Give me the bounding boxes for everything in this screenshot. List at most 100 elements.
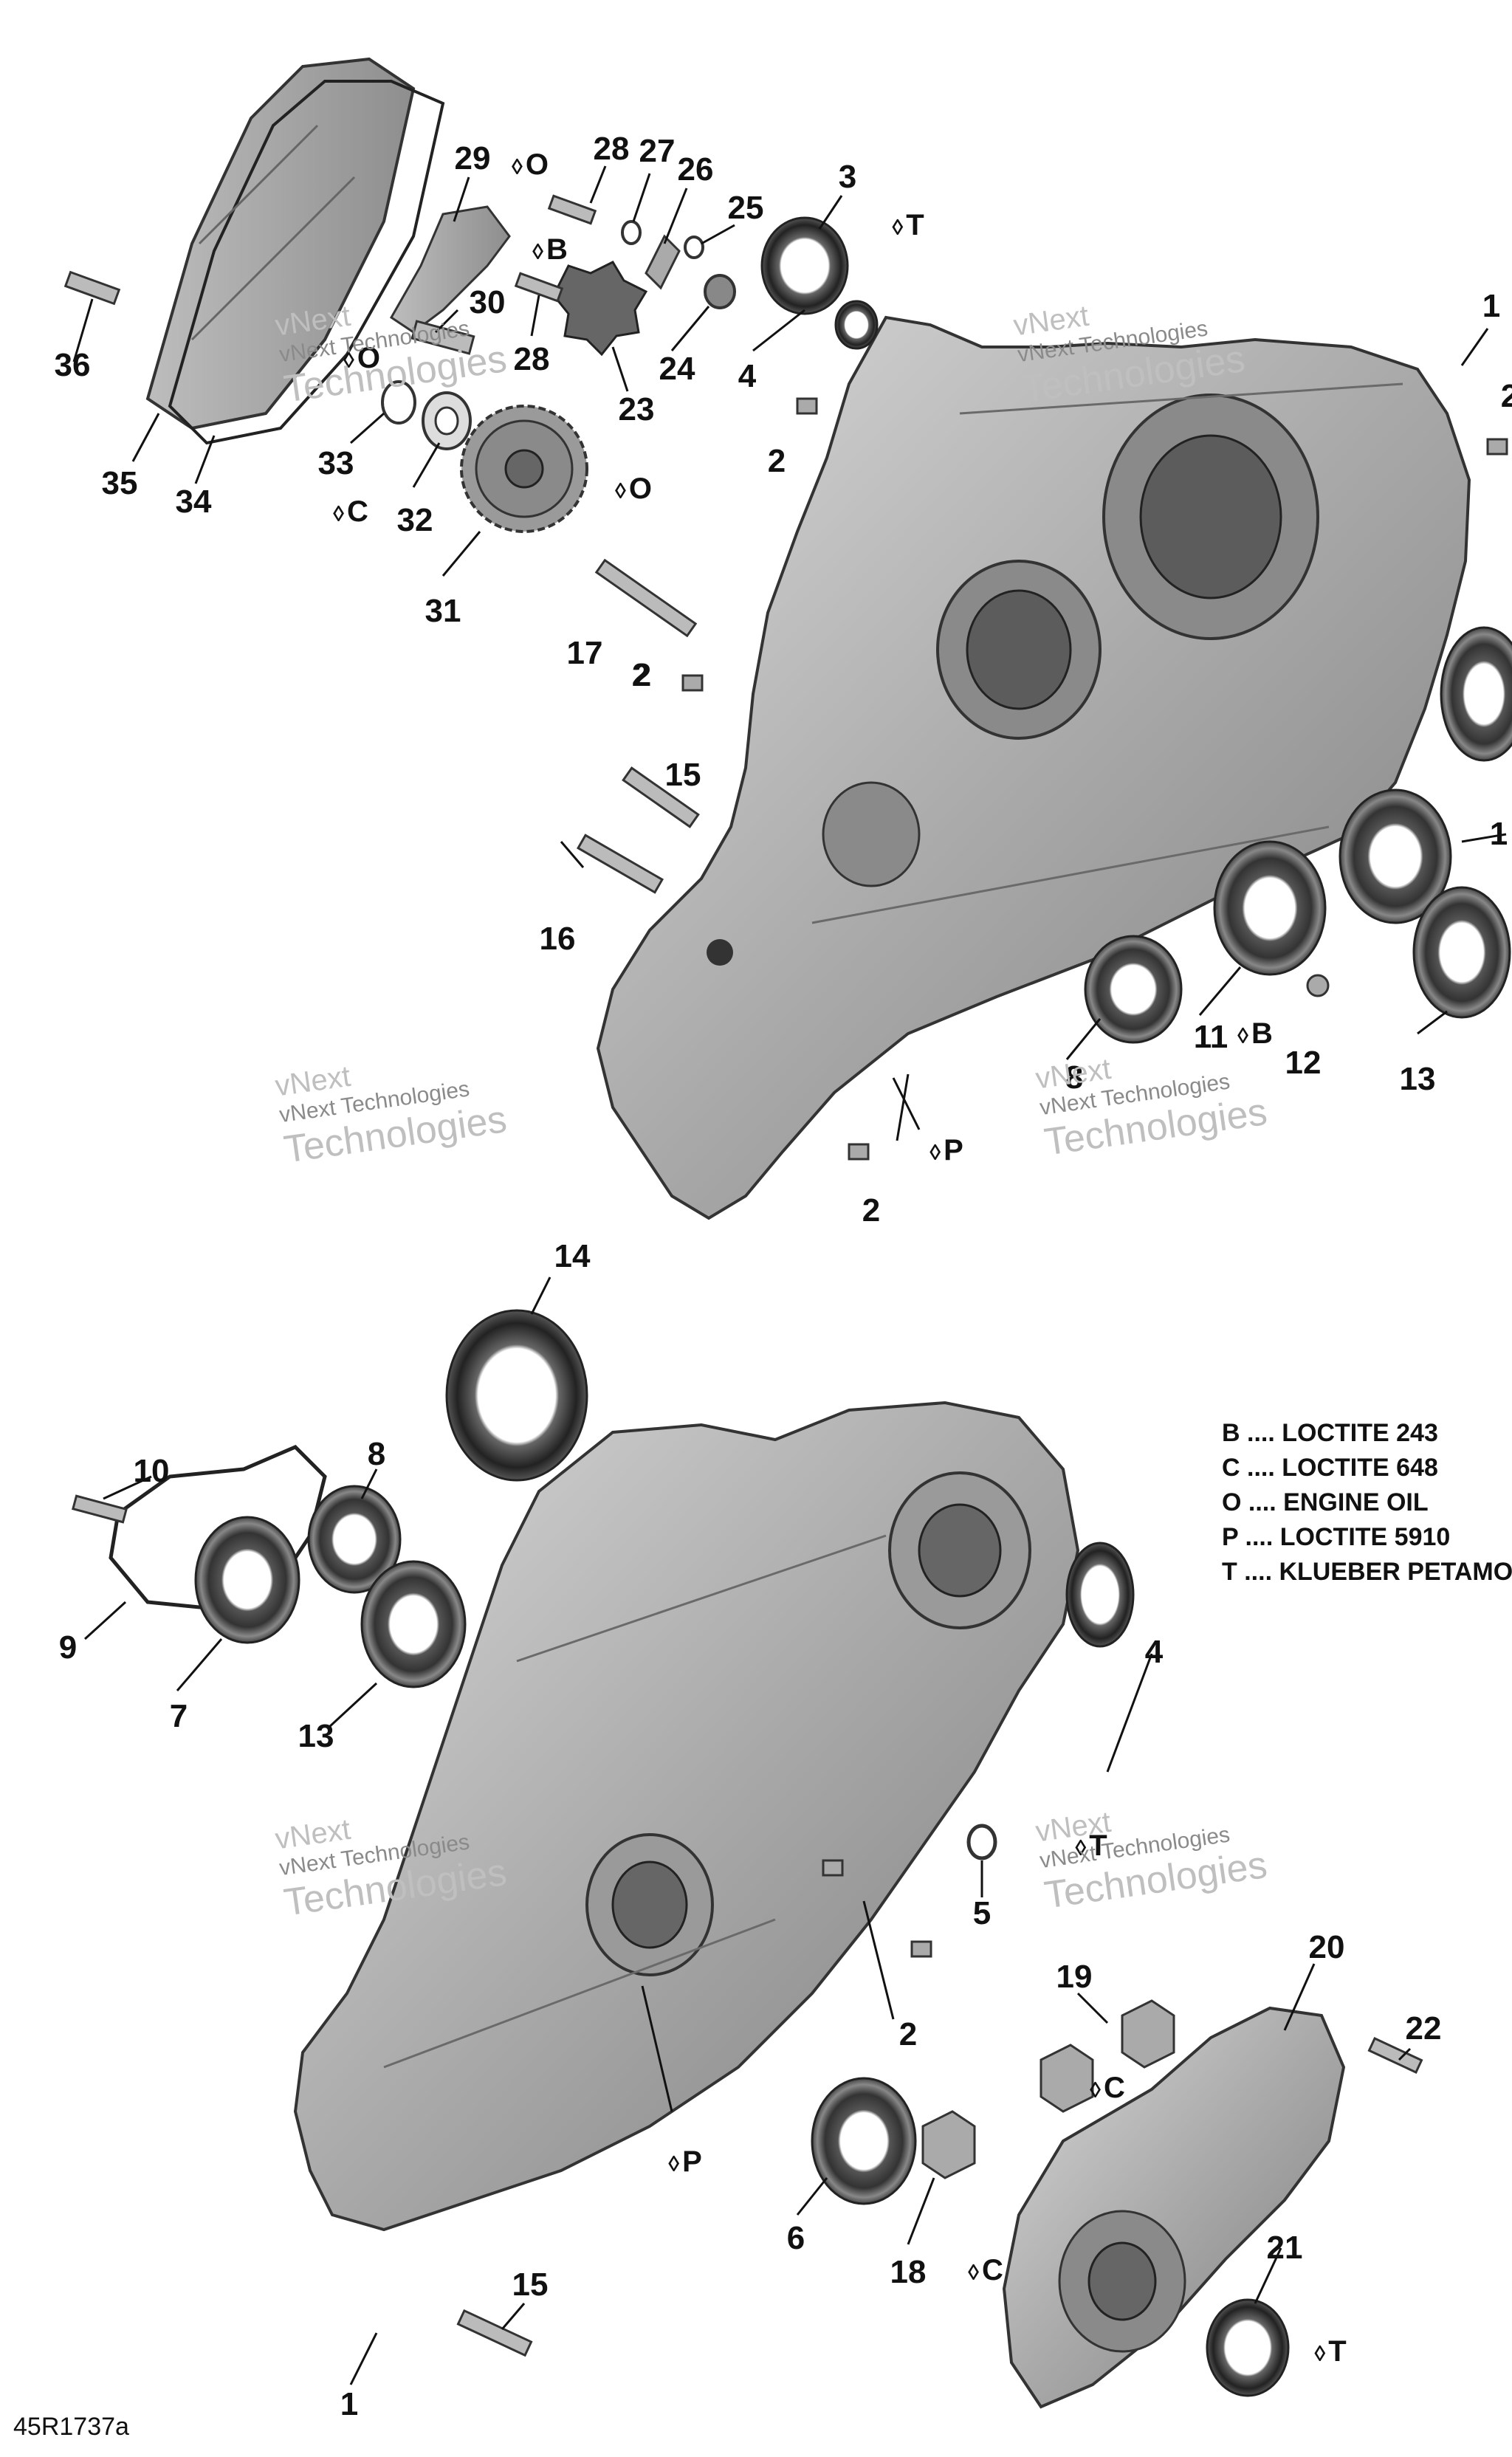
oil-drop-icon: ◊ — [1075, 1836, 1087, 1860]
part-callout: 4 — [738, 358, 757, 394]
material-tag-code: T — [906, 209, 924, 241]
legend-row: T .... KLUEBER PETAMO — [1222, 1558, 1512, 1586]
material-tag-code: P — [682, 2145, 702, 2178]
upper-bearings — [1084, 626, 1512, 1044]
material-tag: ◊T — [892, 210, 924, 240]
part-callout: 8 — [1065, 1059, 1084, 1096]
material-tag-code: C — [346, 495, 368, 528]
part-callout: 2 — [1500, 378, 1512, 414]
part-callout: 11 — [1193, 1019, 1228, 1055]
part-callout: 21 — [1266, 2230, 1303, 2266]
part-callout: 36 — [54, 347, 91, 383]
part-callout: 28 — [593, 131, 630, 167]
material-tag: ◊B — [532, 235, 568, 264]
material-tag: ◊O — [512, 150, 549, 179]
material-tag: ◊T — [1314, 2337, 1346, 2366]
material-tag-code: C — [1103, 2072, 1125, 2104]
material-tag-code: T — [1328, 2335, 1347, 2368]
material-tag-code: P — [944, 1134, 963, 1166]
part-callout: 9 — [58, 1629, 78, 1666]
part-callout: 15 — [512, 2267, 549, 2303]
part-callout: 12 — [1285, 1045, 1322, 1081]
part-callout: 23 — [618, 391, 655, 427]
part-callout: 14 — [554, 1238, 591, 1274]
legend-row: C .... LOCTITE 648 — [1222, 1454, 1438, 1482]
part-callout: 13 — [1399, 1061, 1436, 1097]
lower-parts — [72, 1309, 1423, 2409]
material-tag-code: O — [357, 342, 380, 374]
upper-housing — [596, 315, 1471, 1220]
oil-drop-icon: ◊ — [615, 479, 626, 504]
part-callout: 19 — [1056, 1959, 1093, 1995]
oil-drop-icon: ◊ — [668, 2152, 680, 2176]
part-callout: 2 — [631, 657, 650, 693]
material-tag-code: C — [981, 2254, 1003, 2286]
oil-drop-icon: ◊ — [1237, 1024, 1248, 1048]
legend-row: B .... LOCTITE 243 — [1222, 1419, 1438, 1447]
legend-row: O .... ENGINE OIL — [1222, 1488, 1429, 1516]
side-cover — [145, 57, 445, 445]
oil-drop-icon: ◊ — [532, 240, 543, 264]
material-tag: ◊C — [1090, 2073, 1125, 2103]
part-callout: 1 — [340, 2386, 359, 2422]
oil-drop-icon: ◊ — [1314, 2342, 1326, 2366]
material-tag: ◊C — [968, 2255, 1003, 2285]
reference-code: 45R1737a — [13, 2413, 129, 2441]
part-callout: 25 — [727, 190, 764, 226]
material-tag: ◊C — [333, 497, 368, 526]
part-callout: 15 — [664, 757, 701, 793]
part-callout: 20 — [1308, 1929, 1345, 1965]
part-callout: 34 — [175, 484, 212, 520]
oil-drop-icon: ◊ — [333, 502, 344, 526]
part-callout: 4 — [1144, 1634, 1164, 1670]
part-callout: 2 — [767, 443, 786, 479]
part-callout: 22 — [1405, 2010, 1442, 2047]
material-tag-code: T — [1089, 1829, 1107, 1862]
material-tag: ◊O — [615, 474, 652, 504]
material-tag-code: O — [628, 472, 652, 505]
part-callout: 17 — [566, 635, 603, 671]
part-callout: 13 — [298, 1718, 334, 1754]
part-callout: 1 — [1482, 288, 1501, 324]
part-callout: 16 — [539, 921, 576, 957]
legend-row: P .... LOCTITE 5910 — [1222, 1523, 1451, 1551]
oil-drop-icon: ◊ — [1090, 2078, 1101, 2103]
oil-drop-icon: ◊ — [929, 1141, 941, 1165]
part-callout: 7 — [169, 1698, 188, 1734]
part-callout: 24 — [659, 351, 695, 387]
part-callout: 2 — [862, 1192, 881, 1228]
material-tag: ◊B — [1237, 1019, 1273, 1048]
part-callout: 33 — [317, 445, 354, 481]
part-callout: 31 — [425, 593, 461, 629]
legend: B .... LOCTITE 243 C .... LOCTITE 648 O … — [1222, 1416, 1512, 1590]
part-callout: 35 — [101, 465, 138, 501]
material-tag-code: O — [525, 148, 549, 181]
material-tag: ◊O — [343, 343, 380, 373]
part-callout: 26 — [677, 151, 714, 188]
lower-housing — [293, 1401, 1080, 2232]
material-tag: ◊T — [1075, 1831, 1107, 1860]
part-callout: 2 — [633, 657, 652, 693]
part-callout: 32 — [396, 502, 433, 538]
part-callout: 28 — [513, 341, 550, 377]
part-callout: 30 — [469, 284, 506, 320]
part-callout: 2 — [898, 2016, 918, 2052]
material-tag: ◊P — [929, 1135, 963, 1165]
oil-drop-icon: ◊ — [343, 348, 354, 373]
oil-drop-icon: ◊ — [968, 2261, 979, 2285]
material-tag-code: B — [1251, 1017, 1273, 1050]
leader-lines — [72, 165, 1507, 2385]
part-callout: 3 — [838, 159, 857, 195]
part-callout: 6 — [786, 2220, 805, 2256]
part-callout: 5 — [972, 1895, 992, 1931]
part-callout: 1 — [1489, 816, 1508, 852]
upper-small-parts — [63, 194, 1508, 1161]
material-tag-code: B — [546, 233, 568, 266]
part-callout: 18 — [890, 2254, 927, 2290]
part-callout: 8 — [367, 1436, 386, 1472]
oil-drop-icon: ◊ — [892, 216, 904, 240]
part-callout: 10 — [133, 1453, 170, 1489]
material-tag: ◊P — [668, 2147, 702, 2176]
part-callout: 27 — [639, 133, 676, 169]
